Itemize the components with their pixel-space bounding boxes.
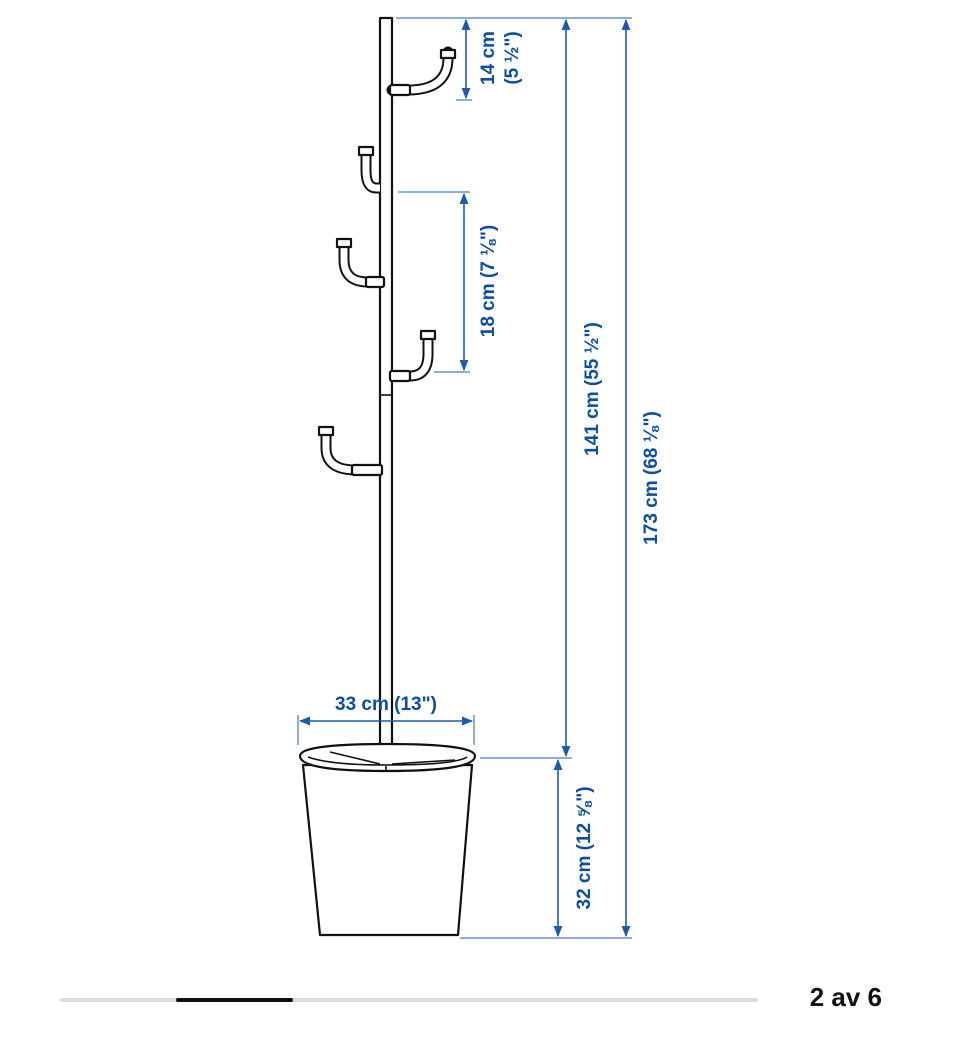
coat-stand-drawing xyxy=(298,16,477,937)
product-dimension-drawing: 14 cm (5 ½") 18 cm (7 ⅛") 141 cm (55 ½")… xyxy=(297,16,662,939)
dim-label-hook-spacing: 18 cm (7 ⅛") xyxy=(478,225,499,338)
hook-2 xyxy=(357,145,380,194)
hook-3 xyxy=(335,237,386,289)
carousel-progress-track[interactable] xyxy=(60,998,758,1002)
carousel-page-indicator: 2 av 6 xyxy=(809,982,882,1012)
dim-label-hook-offset: 14 cm xyxy=(478,31,499,85)
dimension-lines xyxy=(297,17,632,939)
hook-4 xyxy=(388,329,437,383)
hook-5 xyxy=(317,425,384,477)
hook-1 xyxy=(386,46,457,97)
stand-pole xyxy=(378,16,394,765)
dim-label-hook-offset-inches: (5 ½") xyxy=(502,31,523,84)
dim-label-base-width: 33 cm (13") xyxy=(335,694,437,715)
stand-base xyxy=(298,742,477,937)
dim-label-stand-height: 141 cm (55 ½") xyxy=(582,322,603,456)
dim-label-base-height: 32 cm (12 ⅝") xyxy=(574,786,595,909)
image-carousel-controls: 2 av 6 xyxy=(0,960,960,1039)
dim-label-total-height: 173 cm (68 ⅛") xyxy=(641,411,662,545)
carousel-progress-thumb[interactable] xyxy=(176,998,293,1002)
